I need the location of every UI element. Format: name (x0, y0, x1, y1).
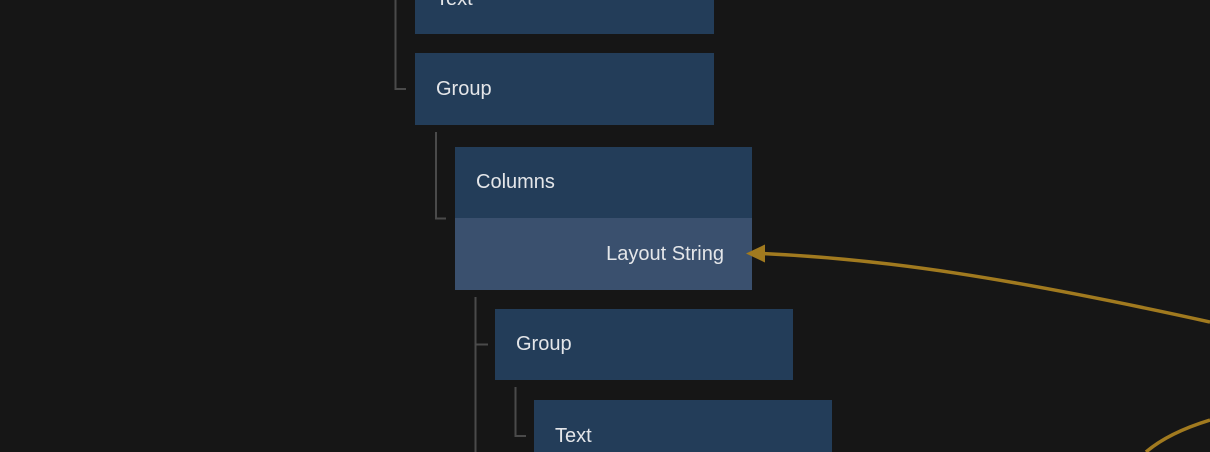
node-group-1-label: Group (436, 77, 492, 100)
node-group-1[interactable]: Group (415, 53, 714, 125)
node-text-1-label: Text (415, 0, 473, 11)
node-group-2[interactable]: Group (495, 309, 793, 380)
port-layout-string[interactable]: Layout String (455, 218, 752, 290)
node-text-2[interactable]: Text (534, 400, 832, 452)
tree-connector-columns (435, 132, 446, 220)
node-columns[interactable]: Columns Layout String (455, 147, 752, 290)
edge-bottom-right[interactable] (1144, 418, 1210, 452)
node-columns-label: Columns (476, 171, 555, 193)
edge-into-layout-string[interactable] (761, 251, 1210, 324)
tree-connector-group-1 (394, 0, 406, 90)
node-columns-header[interactable]: Columns (455, 147, 752, 218)
node-group-2-label: Group (516, 333, 572, 355)
node-text-1[interactable]: Text (415, 0, 714, 34)
node-text-2-label: Text (555, 424, 592, 447)
port-layout-string-label: Layout String (606, 242, 724, 265)
tree-connector-text-2 (514, 387, 526, 437)
